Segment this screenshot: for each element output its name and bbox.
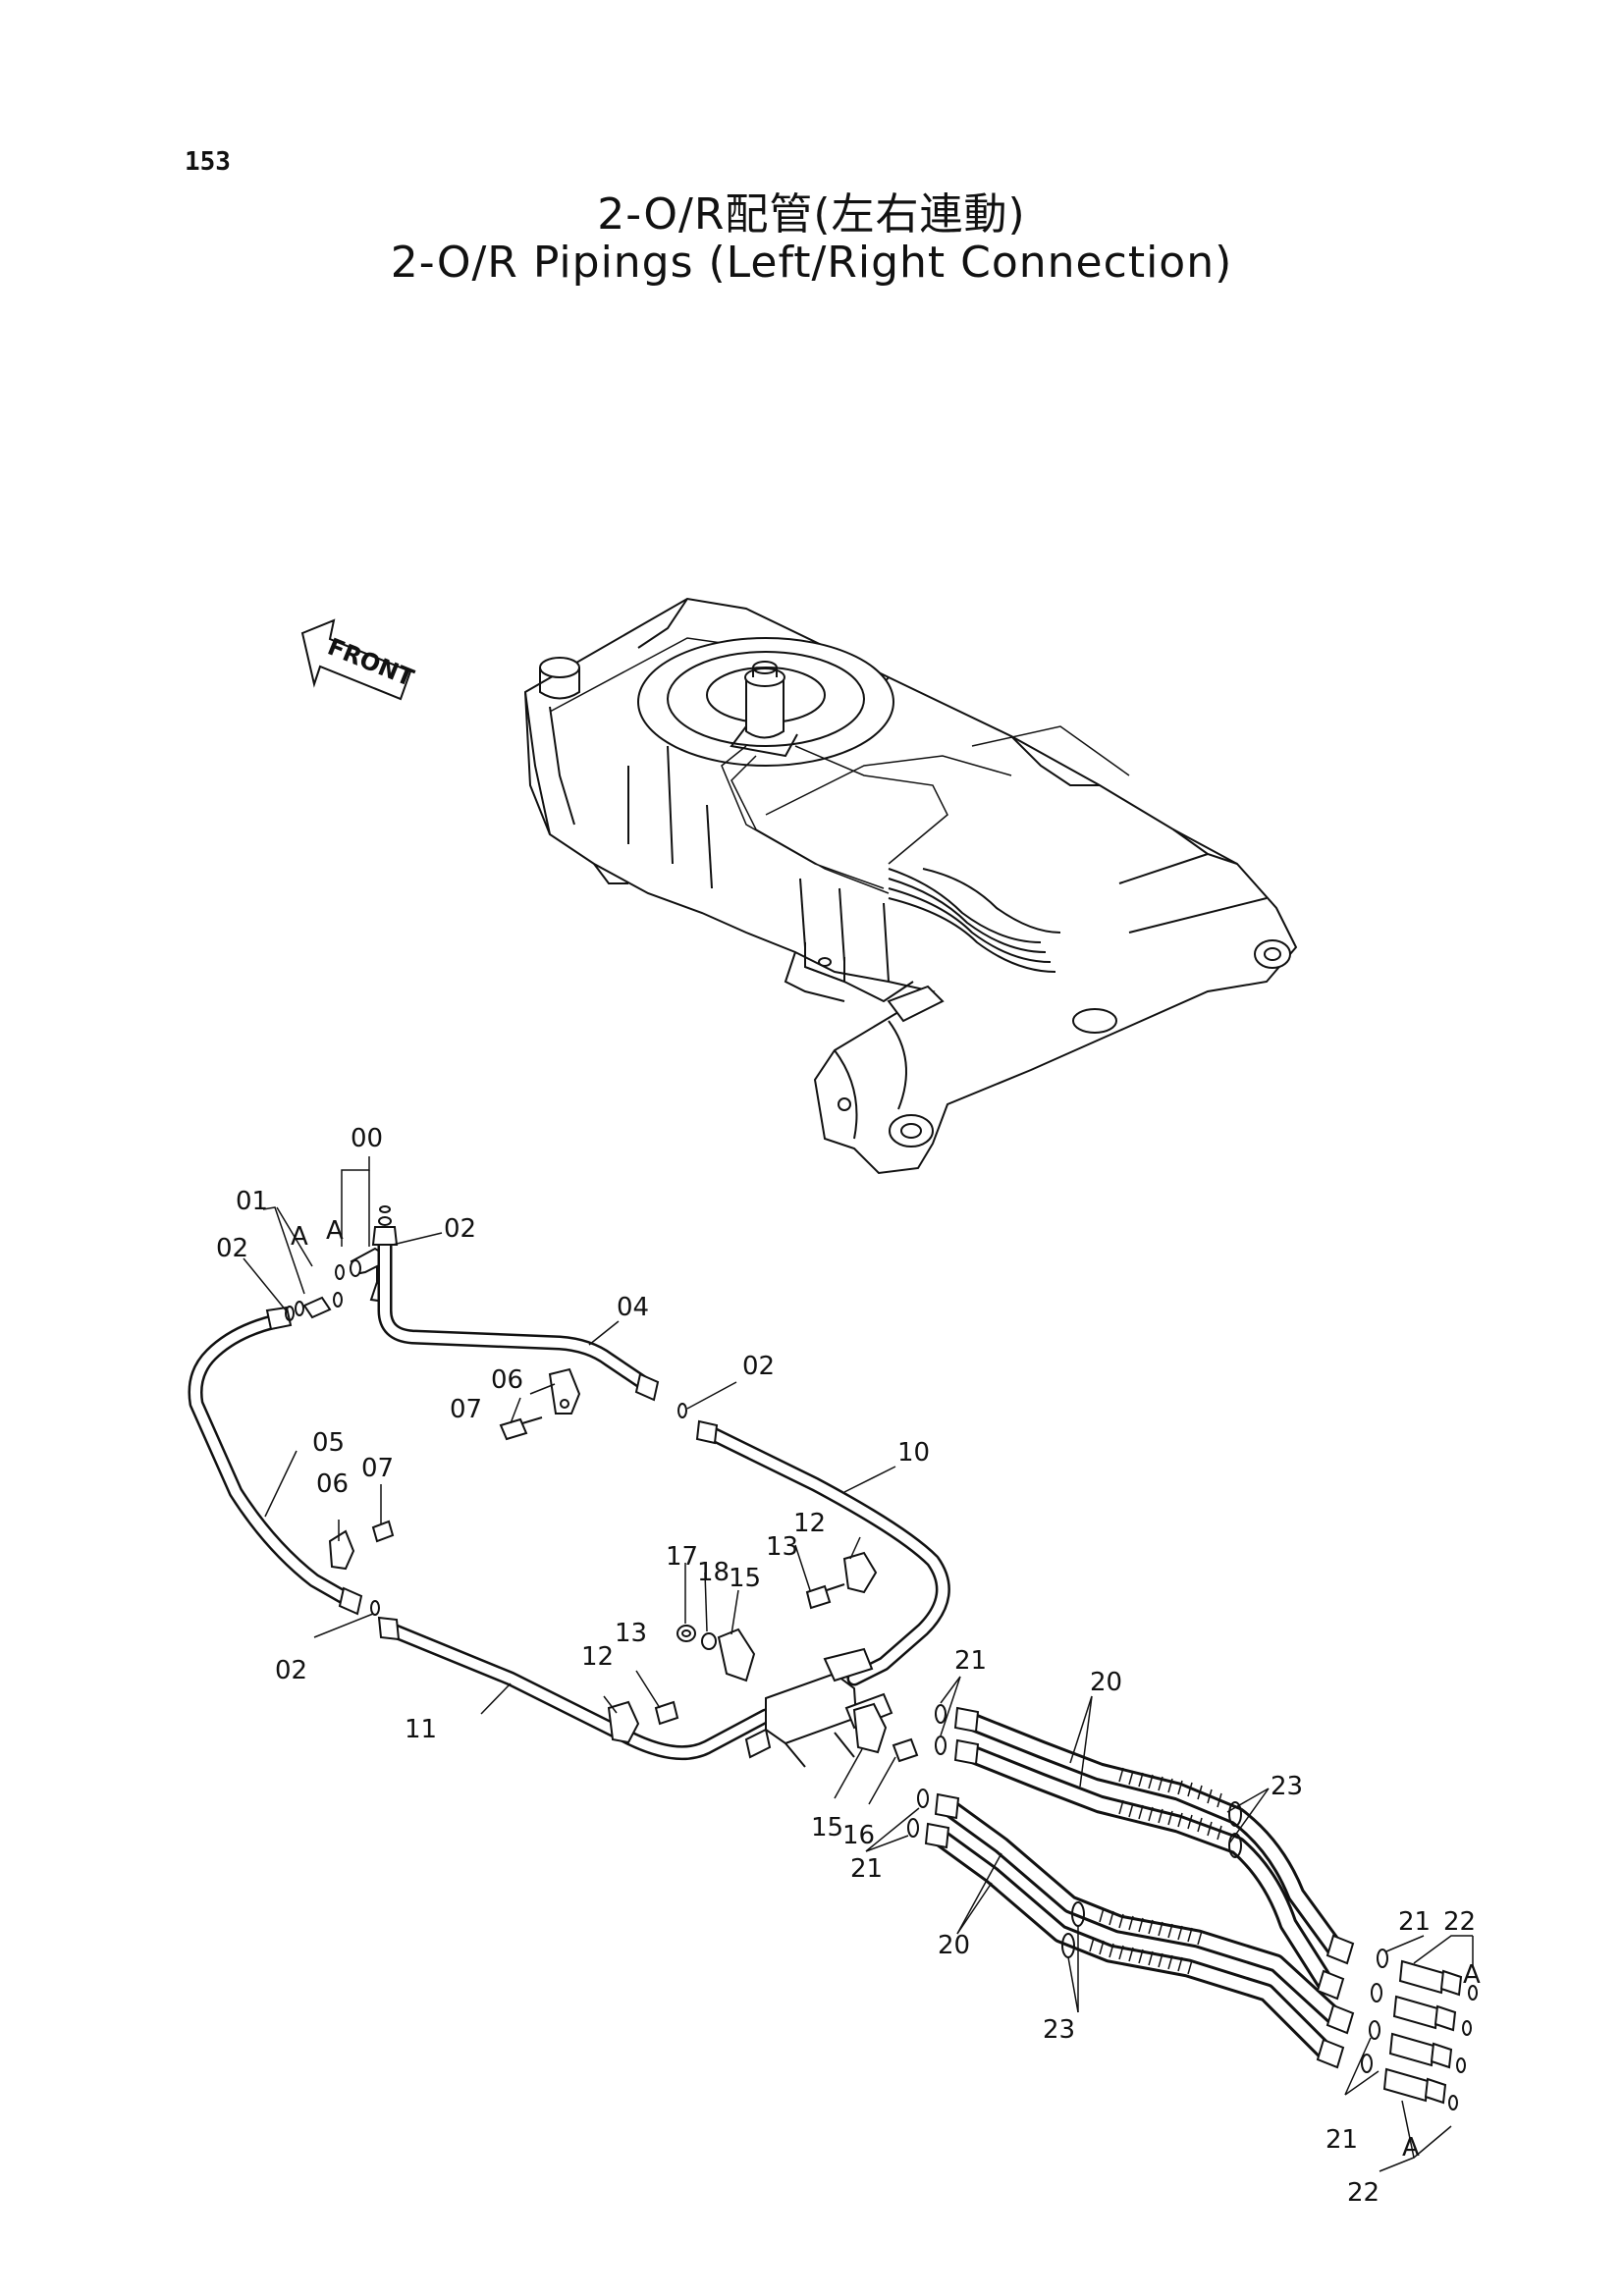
bolt-16 — [892, 1737, 919, 1763]
o-ring-21-c — [917, 1789, 929, 1808]
callout-02-a: 02 — [216, 1234, 248, 1263]
page-number: 153 — [185, 147, 231, 177]
bracket-15-lower — [852, 1702, 888, 1754]
callout-07-a: 07 — [450, 1395, 482, 1424]
callout-17: 17 — [666, 1542, 698, 1572]
callout-22-a: 22 — [1443, 1907, 1476, 1937]
o-ring-21-b — [935, 1735, 947, 1755]
callout-21-b: 21 — [850, 1854, 883, 1884]
callout-12-b: 12 — [581, 1642, 614, 1672]
connector-01 — [295, 1292, 343, 1319]
piping-parts — [188, 1205, 1478, 2110]
clamp-12-upper — [842, 1551, 878, 1594]
callout-01: 01 — [236, 1187, 268, 1216]
callout-10: 10 — [897, 1438, 930, 1468]
callout-02-c: 02 — [742, 1352, 775, 1381]
hose-20-set — [924, 1706, 1355, 2069]
callout-16: 16 — [842, 1821, 875, 1850]
clamp-06-lower — [328, 1529, 355, 1571]
o-ring-02-a — [285, 1306, 295, 1321]
callout-20-b: 20 — [938, 1931, 970, 1960]
o-ring-21-e — [1377, 1949, 1388, 1968]
nut-17 — [676, 1625, 696, 1642]
callout-20-a: 20 — [1090, 1668, 1122, 1697]
o-ring-21-h — [1361, 2054, 1373, 2073]
callout-11: 11 — [405, 1715, 437, 1744]
callout-23-a: 23 — [1271, 1772, 1303, 1801]
undercarriage-frame-illustration — [523, 597, 1298, 1175]
clamp-06-upper — [548, 1367, 581, 1415]
callout-21-a: 21 — [954, 1646, 987, 1676]
page-title-japanese: 2-O/R配管(左右連動) — [597, 189, 1026, 240]
callout-06-b: 06 — [316, 1469, 349, 1499]
callout-12-a: 12 — [793, 1509, 826, 1538]
bolt-07-upper — [499, 1416, 543, 1441]
callout-22-b: 22 — [1347, 2178, 1380, 2208]
pipe-04 — [371, 1226, 687, 1418]
callout-04: 04 — [617, 1293, 649, 1322]
callout-00: 00 — [351, 1124, 383, 1153]
callout-a-2: A — [291, 1222, 308, 1252]
o-ring-21-g — [1369, 2020, 1380, 2040]
leader-lines — [243, 1156, 1474, 2172]
callout-labels: 00 A 01 A 02 02 02 02 04 05 06 06 07 07 … — [216, 1124, 1481, 2208]
callout-15-b: 15 — [811, 1813, 843, 1842]
bolt-13-upper — [805, 1583, 845, 1610]
adapter-22-set — [1382, 1959, 1478, 2110]
page-title-english: 2-O/R Pipings (Left/Right Connection) — [390, 238, 1233, 288]
callout-07-b: 07 — [361, 1454, 394, 1483]
pipe-05 — [188, 1306, 380, 1616]
o-ring-21-f — [1371, 1983, 1382, 2002]
bracket-15-upper — [717, 1628, 756, 1682]
callout-05: 05 — [312, 1428, 345, 1458]
callout-02-d: 02 — [275, 1656, 307, 1685]
washer-18 — [701, 1632, 717, 1650]
bolt-07-lower — [371, 1520, 395, 1543]
o-ring-21-d — [907, 1818, 919, 1838]
callout-a-1: A — [326, 1216, 344, 1246]
callout-06-a: 06 — [491, 1365, 523, 1395]
callout-18: 18 — [697, 1558, 730, 1587]
callout-15-a: 15 — [729, 1564, 761, 1593]
callout-13-b: 13 — [615, 1619, 647, 1648]
callout-21-c: 21 — [1398, 1907, 1431, 1937]
o-ring-02-c — [379, 1205, 391, 1213]
bolt-13-lower — [654, 1700, 679, 1726]
front-arrow-icon: FRONT — [300, 618, 418, 701]
pipe-11 — [377, 1616, 774, 1761]
callout-21-d: 21 — [1325, 2125, 1358, 2155]
o-ring-21-a — [935, 1704, 947, 1724]
callout-23-b: 23 — [1043, 2015, 1075, 2045]
callout-a-4: A — [1402, 2133, 1420, 2163]
callout-a-3: A — [1463, 1960, 1481, 1990]
pipe-10 — [695, 1419, 950, 1686]
callout-13-a: 13 — [766, 1532, 798, 1562]
o-ring-02-b — [378, 1216, 392, 1226]
protector-23-set — [1061, 1767, 1242, 1975]
callout-02-b: 02 — [444, 1214, 476, 1244]
